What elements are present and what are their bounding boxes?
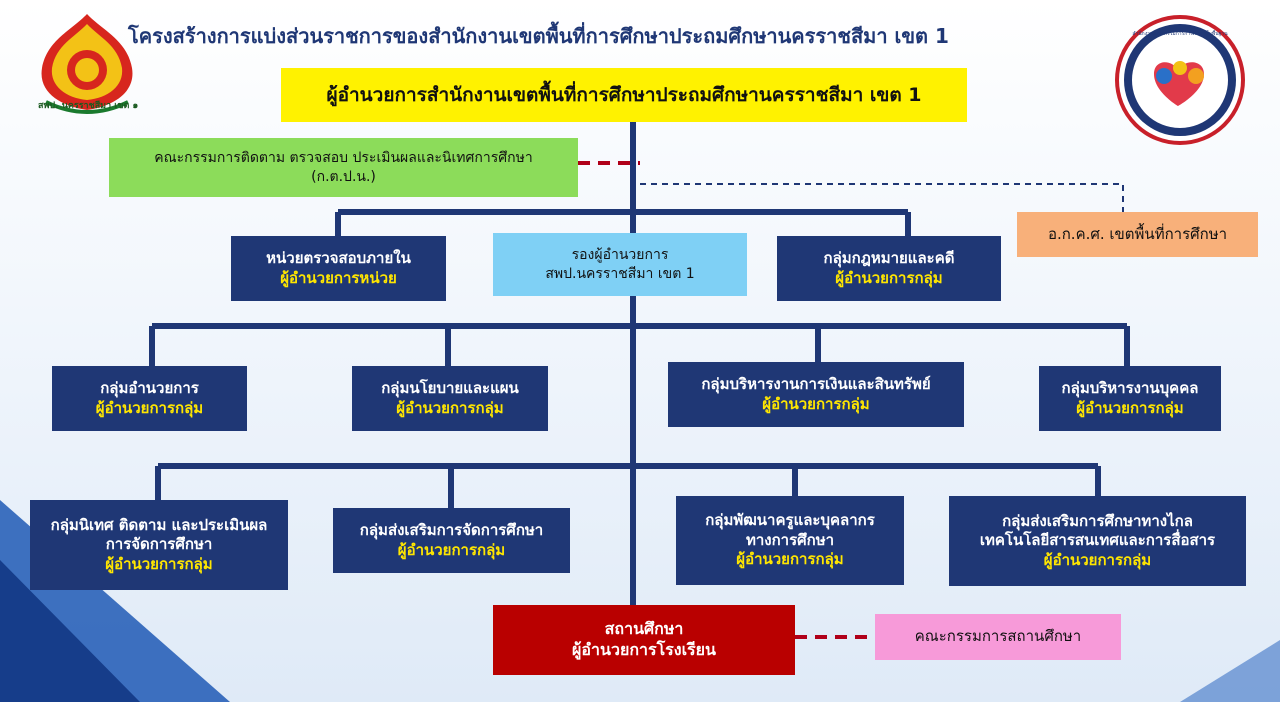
- teacher-development-group-director: ผู้อำนวยการกลุ่ม: [736, 550, 844, 569]
- policy-plan-group-title: กลุ่มนโยบายและแผน: [381, 379, 519, 397]
- deputy-line1: รองผู้อำนวยการ: [571, 247, 669, 264]
- left-logo-caption: สพป. นครราชสีมา เขต ๑: [38, 101, 139, 111]
- school-line2: ผู้อำนวยการโรงเรียน: [572, 640, 716, 659]
- school-committee-box: คณะกรรมการสถานศึกษา: [875, 614, 1121, 660]
- director-label: ผู้อำนวยการสำนักงานเขตพื้นที่การศึกษาประ…: [326, 83, 922, 106]
- internal-audit-director: ผู้อำนวยการหน่วย: [280, 268, 397, 287]
- obec-circular-logo-icon: [1115, 15, 1245, 145]
- committee-line2: (ก.ต.ป.น.): [311, 168, 376, 185]
- education-promotion-group-director: ผู้อำนวยการกลุ่ม: [397, 540, 506, 559]
- okks-label: อ.ก.ค.ศ. เขตพื้นที่การศึกษา: [1047, 224, 1228, 243]
- personnel-group-director: ผู้อำนวยการกลุ่ม: [1076, 398, 1184, 417]
- distance-education-group-director: ผู้อำนวยการกลุ่ม: [1043, 550, 1152, 569]
- school-box: สถานศึกษา ผู้อำนวยการโรงเรียน: [493, 605, 795, 675]
- deputy-director-box: รองผู้อำนวยการ สพป.นครราชสีมา เขต 1: [493, 233, 747, 296]
- page-title: โครงสร้างการแบ่งส่วนราชการของสำนักงานเขต…: [128, 24, 949, 48]
- finance-group-title: กลุ่มบริหารงานการเงินและสินทรัพย์: [701, 375, 931, 393]
- education-promotion-group-title: กลุ่มส่งเสริมการจัดการศึกษา: [359, 521, 544, 539]
- personnel-group-box: กลุ่มบริหารงานบุคคล ผู้อำนวยการกลุ่ม: [1039, 366, 1221, 431]
- distance-education-group-title2: เทคโนโลยีสารสนเทศและการสื่อสาร: [979, 531, 1216, 550]
- deputy-line2: สพป.นครราชสีมา เขต 1: [545, 265, 695, 282]
- teacher-development-group-title2: ทางการศึกษา: [745, 530, 835, 549]
- supervision-group-box: กลุ่มนิเทศ ติดตาม และประเมินผล การจัดการ…: [30, 500, 288, 590]
- education-promotion-group-box: กลุ่มส่งเสริมการจัดการศึกษา ผู้อำนวยการก…: [333, 508, 570, 573]
- obec-emblem-icon: [41, 14, 133, 114]
- distance-education-group-box: กลุ่มส่งเสริมการศึกษาทางไกล เทคโนโลยีสาร…: [949, 496, 1246, 586]
- school-committee-label: คณะกรรมการสถานศึกษา: [914, 627, 1082, 646]
- admin-group-director: ผู้อำนวยการกลุ่ม: [95, 398, 204, 417]
- teacher-development-group-title1: กลุ่มพัฒนาครูและบุคลากร: [705, 511, 875, 530]
- monitoring-committee-box: คณะกรรมการติดตาม ตรวจสอบ ประเมินผลและนิเ…: [109, 138, 578, 197]
- legal-group-director: ผู้อำนวยการกลุ่ม: [835, 268, 943, 287]
- internal-audit-title: หน่วยตรวจสอบภายใน: [266, 249, 411, 267]
- policy-plan-group-box: กลุ่มนโยบายและแผน ผู้อำนวยการกลุ่ม: [352, 366, 548, 431]
- finance-group-director: ผู้อำนวยการกลุ่ม: [762, 394, 870, 413]
- legal-group-box: กลุ่มกฎหมายและคดี ผู้อำนวยการกลุ่ม: [777, 236, 1001, 301]
- committee-line1: คณะกรรมการติดตาม ตรวจสอบ ประเมินผลและนิเ…: [154, 150, 533, 167]
- director-box: ผู้อำนวยการสำนักงานเขตพื้นที่การศึกษาประ…: [281, 68, 967, 122]
- teacher-development-group-box: กลุ่มพัฒนาครูและบุคลากร ทางการศึกษา ผู้อ…: [676, 496, 904, 585]
- internal-audit-box: หน่วยตรวจสอบภายใน ผู้อำนวยการหน่วย: [231, 236, 446, 301]
- okks-box: อ.ก.ค.ศ. เขตพื้นที่การศึกษา: [1017, 212, 1258, 257]
- supervision-group-title1: กลุ่มนิเทศ ติดตาม และประเมินผล: [50, 515, 268, 534]
- personnel-group-title: กลุ่มบริหารงานบุคคล: [1061, 379, 1199, 397]
- finance-group-box: กลุ่มบริหารงานการเงินและสินทรัพย์ ผู้อำน…: [668, 362, 964, 427]
- supervision-group-director: ผู้อำนวยการกลุ่ม: [105, 554, 213, 573]
- legal-group-title: กลุ่มกฎหมายและคดี: [823, 249, 955, 267]
- school-line1: สถานศึกษา: [604, 619, 684, 639]
- admin-group-title: กลุ่มอำนวยการ: [100, 379, 199, 397]
- policy-plan-group-director: ผู้อำนวยการกลุ่ม: [396, 398, 504, 417]
- right-logo-caption: สำนักงานคณะกรรมการการศึกษาขั้นพื้นฐาน: [1132, 31, 1228, 37]
- admin-group-box: กลุ่มอำนวยการ ผู้อำนวยการกลุ่ม: [52, 366, 247, 431]
- distance-education-group-title1: กลุ่มส่งเสริมการศึกษาทางไกล: [1002, 511, 1193, 530]
- supervision-group-title2: การจัดการศึกษา: [105, 535, 213, 554]
